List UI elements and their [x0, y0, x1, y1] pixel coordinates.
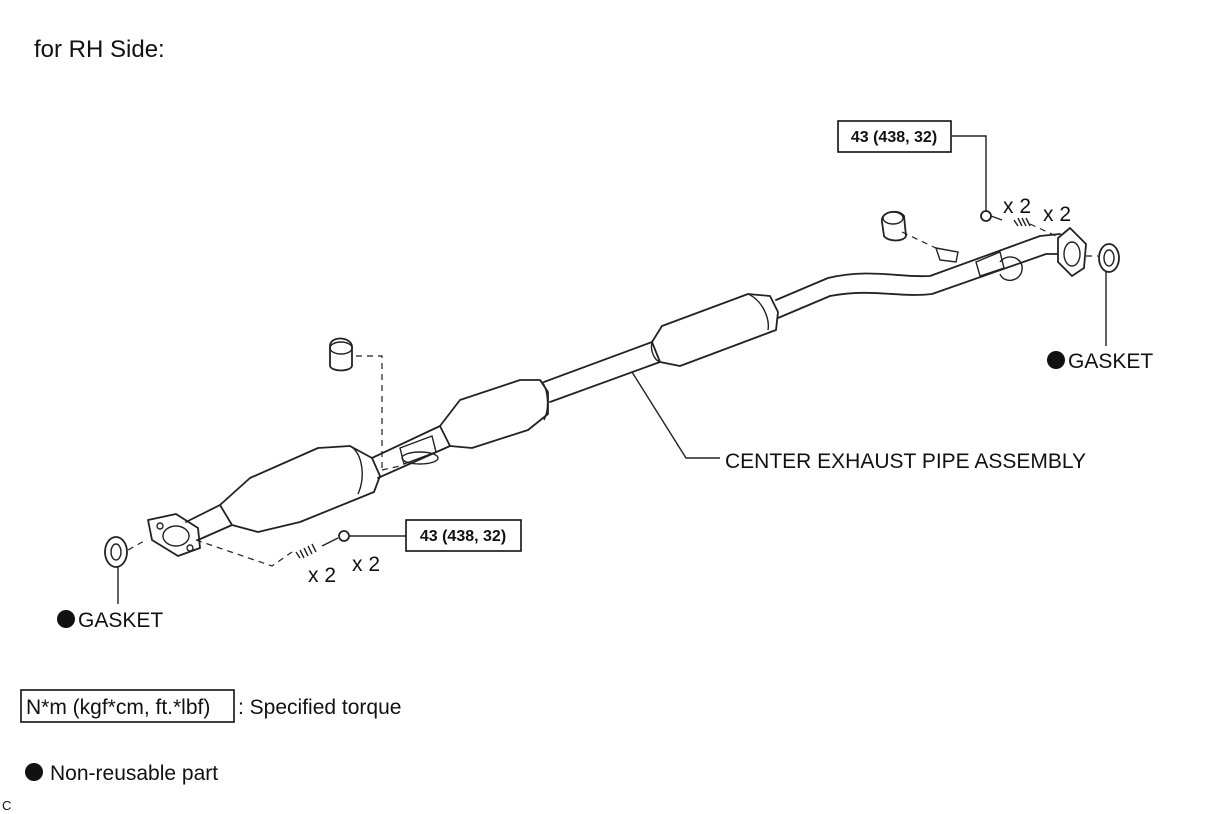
front-flange-hole: [162, 525, 190, 547]
front-hanger-loop: [401, 451, 439, 465]
center-pipe-label: CENTER EXHAUST PIPE ASSEMBLY: [725, 450, 1086, 473]
center-pipe-leader: [631, 371, 720, 459]
front-flange: [147, 513, 201, 557]
front-cushion-dashline: [356, 355, 383, 470]
front-converter: [219, 445, 381, 533]
converter-seam: [349, 445, 363, 495]
legend-nonreusable: Non-reusable part: [50, 762, 218, 785]
flange-bolt-hole: [186, 544, 194, 552]
nonreusable-dot-icon: [57, 610, 75, 628]
mid-pipe-2: [543, 341, 661, 403]
front-bolt: [321, 530, 350, 547]
rear-pipe: [775, 233, 1063, 319]
rear-cushion-dashline: [901, 231, 941, 251]
muffler-seam: [747, 293, 769, 331]
corner-code: C: [2, 798, 11, 813]
rear-spring: [1013, 217, 1031, 227]
rear-bolt-qty: x 2: [1003, 195, 1031, 218]
center-exhaust-pipe-assembly: [147, 227, 1087, 557]
front-bolt-dashline: [195, 539, 293, 567]
resonator-seam: [539, 379, 549, 421]
rear-torque-value: 43 (438, 32): [851, 129, 937, 146]
legend-torque-unit: N*m (kgf*cm, ft.*lbf): [26, 696, 210, 719]
rear-hanger-rubber: [999, 256, 1023, 281]
mid-resonator: [439, 379, 549, 449]
rear-hanger-cushion: [881, 210, 907, 242]
muffler-seam: [650, 341, 661, 363]
front-spring-qty: x 2: [308, 564, 336, 587]
rear-flange-hole: [1063, 241, 1081, 267]
legend-nonreusable-dot-icon: [25, 763, 43, 781]
rear-gasket-label: GASKET: [1068, 350, 1153, 373]
rear-flange: [1057, 227, 1087, 277]
rear-bolt: [980, 210, 1003, 222]
rear-bolt-dashline: [1029, 223, 1057, 237]
rear-torque-leader: [951, 135, 987, 212]
rear-hanger-bracket: [975, 251, 1005, 277]
rear-spring-qty: x 2: [1043, 203, 1071, 226]
mid-pipe-1: [371, 425, 451, 479]
front-spring: [295, 543, 317, 559]
rear-hanger-rod: [934, 247, 959, 263]
nonreusable-dot-icon: [1047, 351, 1065, 369]
main-muffler: [651, 293, 779, 367]
page-heading: for RH Side:: [34, 36, 165, 63]
front-inlet-pipe: [185, 504, 233, 541]
front-hanger-cushion: [329, 337, 353, 372]
front-torque-box: [405, 519, 522, 552]
rear-gasket: [1098, 243, 1120, 273]
legend-torque-desc: : Specified torque: [238, 696, 401, 719]
flange-bolt-hole: [156, 522, 164, 530]
front-cushion-dashline: [381, 465, 401, 471]
front-bolt-qty: x 2: [352, 553, 380, 576]
front-gasket: [104, 536, 128, 568]
front-gasket-dashline: [127, 539, 147, 551]
front-gasket-label: GASKET: [78, 609, 163, 632]
legend-torque-box: [20, 689, 235, 723]
front-torque-value: 43 (438, 32): [420, 528, 506, 545]
